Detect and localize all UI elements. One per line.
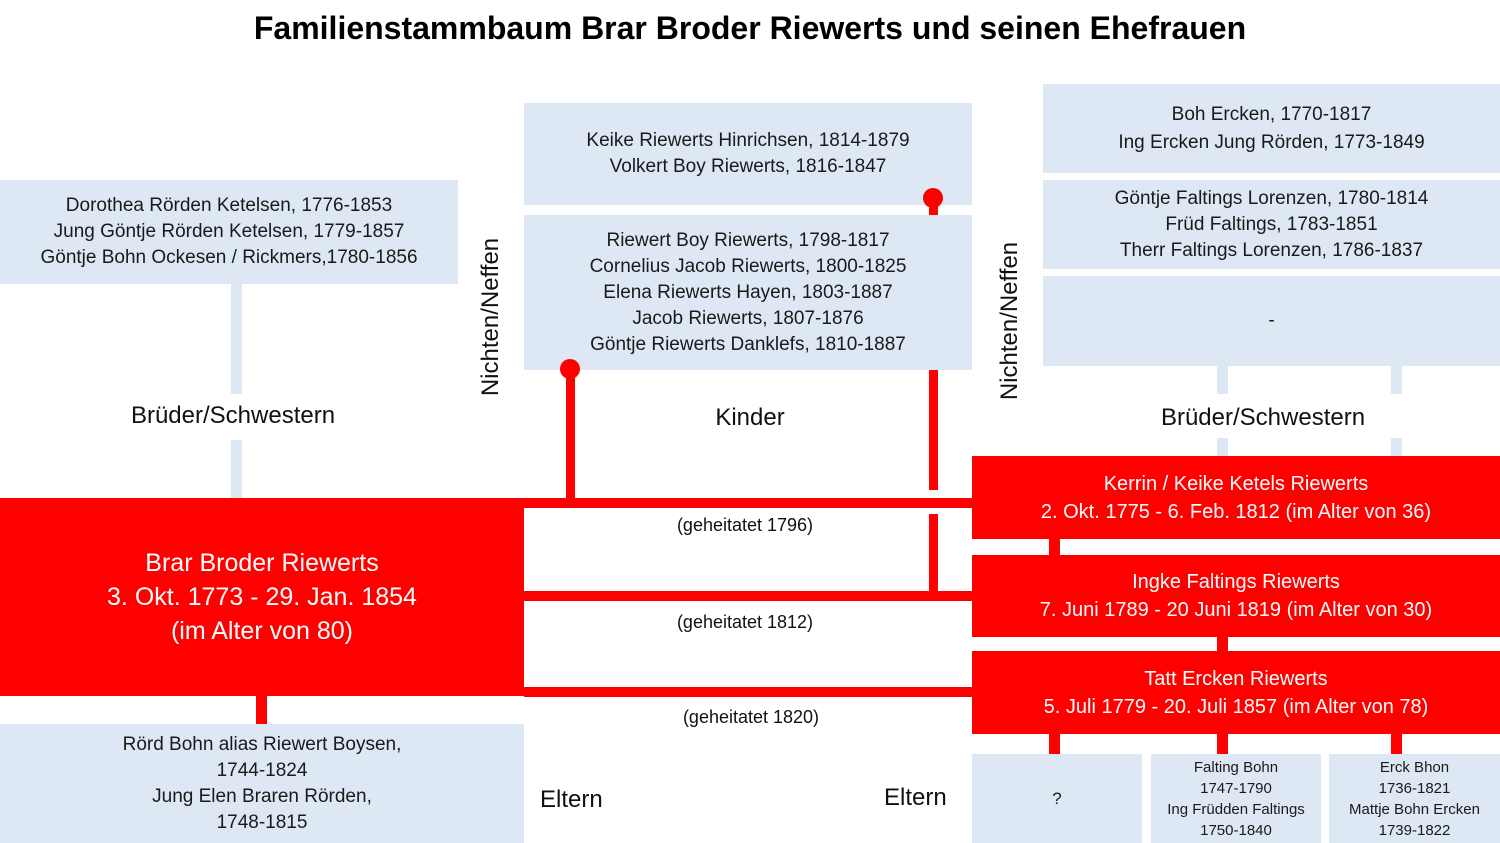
parent-entry: Erck Bhon	[1379, 758, 1450, 776]
marriage-label: (geheitatet 1812)	[676, 612, 814, 632]
connector-line	[1217, 438, 1228, 456]
wife-box-2: Ingke Faltings Riewerts 7. Juni 1789 - 2…	[972, 555, 1500, 637]
wife-name: Ingke Faltings Riewerts	[1132, 571, 1340, 593]
sibling-entry: Boh Ercken, 1770-1817	[1171, 103, 1372, 125]
connector-line	[231, 440, 242, 498]
grandchild-entry: Keike Riewerts Hinrichsen, 1814-1879	[586, 130, 910, 151]
child-entry: Göntje Riewerts Danklefs, 1810-1887	[590, 333, 906, 355]
parent-entry: 1748-1815	[216, 811, 308, 833]
main-person-name: Brar Broder Riewerts	[145, 549, 379, 577]
connector-line	[256, 696, 267, 724]
marriage-label: (geheitatet 1796)	[676, 515, 814, 535]
connector-line	[929, 514, 938, 594]
page-title: Familienstammbaum Brar Broder Riewerts u…	[253, 10, 1247, 46]
wife-parents-box-2: Falting Bohn 1747-1790 Ing Früdden Falti…	[1151, 754, 1321, 843]
parents-box-left: Rörd Bohn alias Riewert Boysen, 1744-182…	[0, 724, 524, 843]
parent-entry: Falting Bohn	[1193, 758, 1279, 776]
marriage-line	[524, 498, 972, 508]
main-person-age: (im Alter von 80)	[170, 617, 353, 645]
connector-line	[1391, 366, 1402, 394]
children-label: Kinder	[715, 404, 785, 431]
connector-line	[929, 370, 938, 490]
child-entry: Jacob Riewerts, 1807-1876	[632, 307, 864, 329]
grandchildren-box: Keike Riewerts Hinrichsen, 1814-1879 Vol…	[524, 103, 972, 205]
connector-line	[231, 284, 242, 394]
wife-dates: 2. Okt. 1775 - 6. Feb. 1812 (im Alter vo…	[1040, 500, 1432, 523]
siblings-box-left: Dorothea Rörden Ketelsen, 1776-1853 Jung…	[0, 180, 458, 284]
wife-box-1: Kerrin / Keike Ketels Riewerts 2. Okt. 1…	[972, 456, 1500, 539]
parent-entry: Mattje Bohn Ercken	[1349, 800, 1480, 818]
wife-dates: 5. Juli 1779 - 20. Juli 1857 (im Alter v…	[1043, 695, 1429, 718]
marriage-line	[524, 591, 972, 601]
sibling-entry: Ing Ercken Jung Rörden, 1773-1849	[1118, 131, 1425, 153]
sibling-entry: Dorothea Rörden Ketelsen, 1776-1853	[65, 195, 393, 216]
main-person-box: Brar Broder Riewerts 3. Okt. 1773 - 29. …	[0, 498, 524, 696]
marriage-label: (geheitatet 1820)	[682, 707, 820, 727]
parent-entry: 1744-1824	[216, 759, 308, 781]
child-entry: Elena Riewerts Hayen, 1803-1887	[603, 281, 893, 303]
connector-line	[1391, 734, 1402, 754]
siblings-box-right-1: Boh Ercken, 1770-1817 Ing Ercken Jung Rö…	[1043, 84, 1500, 173]
wife-parents-box-1: ?	[972, 754, 1142, 843]
wife-name: Tatt Ercken Riewerts	[1144, 667, 1328, 690]
connector-line	[1049, 539, 1060, 555]
parents-label-right: Eltern	[884, 784, 947, 811]
sibling-entry: Jung Göntje Rörden Ketelsen, 1779-1857	[53, 221, 405, 242]
parents-label-left: Eltern	[540, 786, 603, 813]
connector-line	[1217, 637, 1228, 651]
siblings-box-right-2: Göntje Faltings Lorenzen, 1780-1814 Früd…	[1043, 180, 1500, 269]
child-entry: Cornelius Jacob Riewerts, 1800-1825	[589, 255, 907, 277]
sibling-entry: Göntje Bohn Ockesen / Rickmers,1780-1856	[40, 247, 418, 268]
parent-entry: 1739-1822	[1378, 821, 1451, 839]
siblings-label-right: Brüder/Schwestern	[1160, 404, 1366, 431]
sibling-entry: Früd Faltings, 1783-1851	[1165, 213, 1378, 235]
wife-name: Kerrin / Keike Ketels Riewerts	[1103, 472, 1369, 495]
connector-line	[1391, 438, 1402, 456]
grandchild-entry: Volkert Boy Riewerts, 1816-1847	[609, 156, 887, 177]
children-box: Riewert Boy Riewerts, 1798-1817 Corneliu…	[524, 215, 972, 370]
siblings-box-right-3: -	[1043, 276, 1500, 366]
parent-entry: 1747-1790	[1200, 779, 1272, 797]
nieces-label-right: Nichten/Neffen	[996, 241, 1023, 401]
nieces-label-center: Nichten/Neffen	[477, 237, 504, 397]
connector-line	[1217, 366, 1228, 394]
connector-line	[1217, 734, 1228, 754]
parent-entry: Ing Früdden Faltings	[1167, 800, 1305, 818]
parent-entry: 1750-1840	[1200, 821, 1272, 839]
sibling-entry: Therr Faltings Lorenzen, 1786-1837	[1119, 239, 1424, 261]
siblings-label-left: Brüder/Schwestern	[130, 402, 336, 429]
wife-box-3: Tatt Ercken Riewerts 5. Juli 1779 - 20. …	[972, 651, 1500, 734]
connector-line	[929, 198, 938, 215]
connector-line	[1049, 734, 1060, 754]
sibling-entry: Göntje Faltings Lorenzen, 1780-1814	[1114, 187, 1429, 209]
marriage-line	[524, 687, 972, 697]
child-entry: Riewert Boy Riewerts, 1798-1817	[606, 229, 890, 251]
wife-dates: 7. Juni 1789 - 20 Juni 1819 (im Alter vo…	[1039, 599, 1433, 621]
parent-entry: 1736-1821	[1378, 779, 1451, 797]
parent-entry: Jung Elen Braren Rörden,	[152, 785, 372, 807]
sibling-entry: -	[1268, 310, 1275, 331]
connector-line	[566, 369, 575, 499]
parent-entry: Rörd Bohn alias Riewert Boysen,	[122, 733, 402, 755]
parent-entry: ?	[1052, 788, 1062, 808]
main-person-dates: 3. Okt. 1773 - 29. Jan. 1854	[107, 583, 417, 611]
wife-parents-box-3: Erck Bhon 1736-1821 Mattje Bohn Ercken 1…	[1329, 754, 1500, 843]
